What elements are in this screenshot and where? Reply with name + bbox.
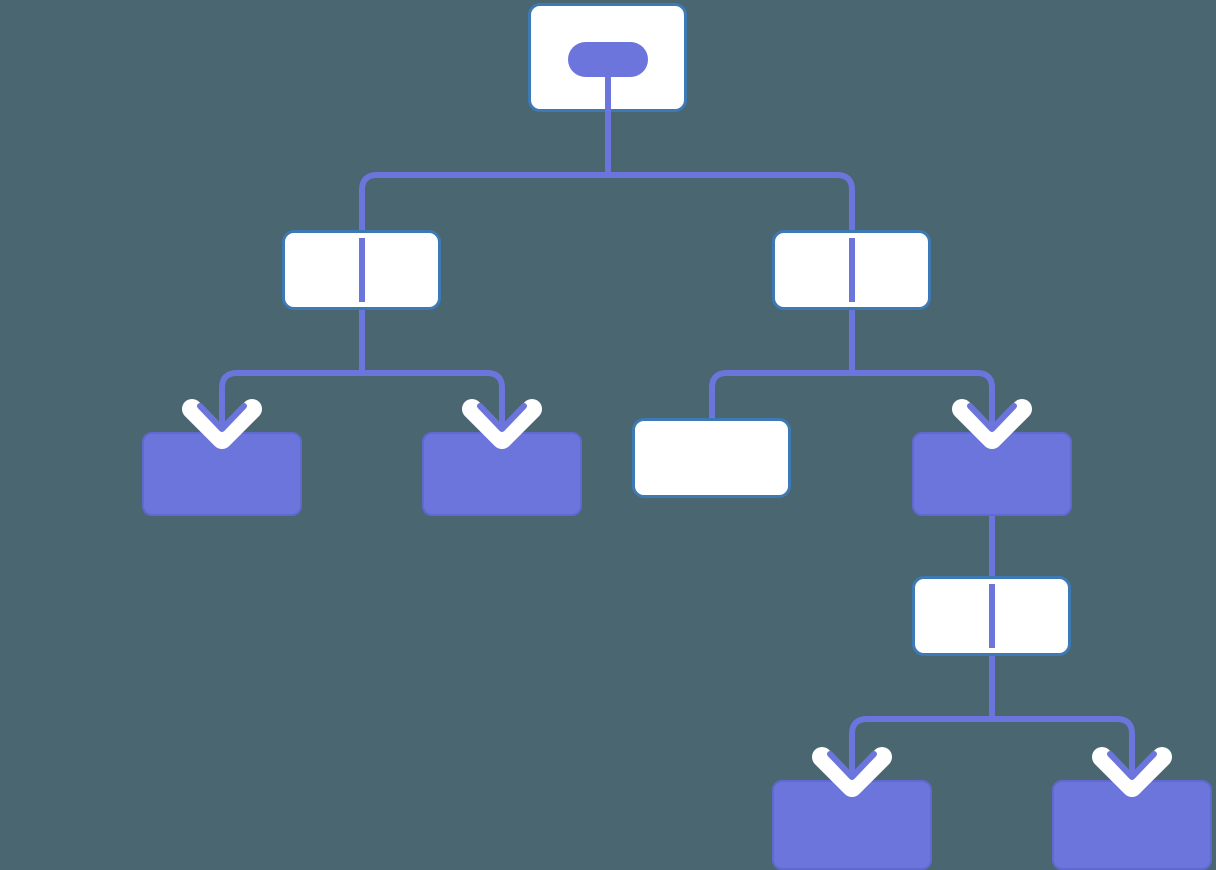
diagram-node-l3d[interactable] xyxy=(912,432,1072,516)
connector-edge xyxy=(709,370,852,418)
connector-edge xyxy=(359,172,608,230)
diagram-node-l3a[interactable] xyxy=(142,432,302,516)
node-inner-connector-bar xyxy=(605,63,611,112)
connector-edge xyxy=(219,370,362,436)
connector-edge xyxy=(362,370,505,436)
diagram-node-l3c[interactable] xyxy=(632,418,791,498)
node-inner-connector-bar xyxy=(989,584,995,648)
node-inner-connector-bar xyxy=(359,238,365,302)
connector-edge xyxy=(849,716,992,784)
connector-edge xyxy=(992,716,1135,784)
node-inner-connector-bar xyxy=(849,238,855,302)
diagram-node-l5a[interactable] xyxy=(772,780,932,870)
connector-edge xyxy=(608,172,855,230)
diagram-node-l3b[interactable] xyxy=(422,432,582,516)
connector-edge xyxy=(852,370,995,436)
diagram-node-l5b[interactable] xyxy=(1052,780,1212,870)
